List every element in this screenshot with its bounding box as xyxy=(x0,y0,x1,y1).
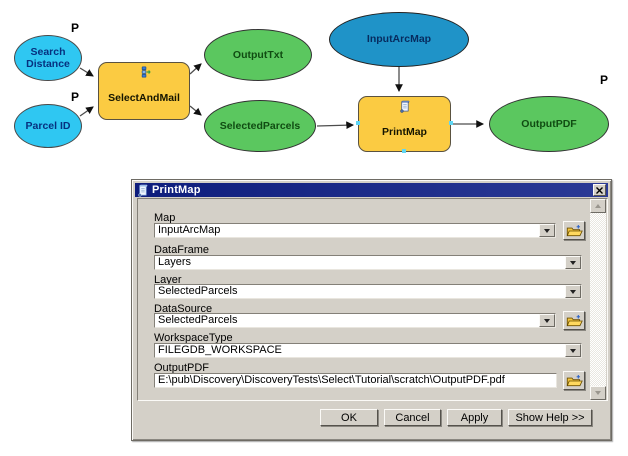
dropdown-arrow-icon[interactable] xyxy=(539,224,555,237)
parameter-marker-parcel-id: P xyxy=(71,90,80,104)
node-output-pdf[interactable]: OutputPDF xyxy=(489,96,609,152)
node-label: InputArcMap xyxy=(366,33,432,46)
node-label: OutputPDF xyxy=(521,117,577,130)
combobox-value: Layers xyxy=(158,256,192,268)
node-input-arc-map[interactable]: InputArcMap xyxy=(329,12,469,67)
dialog-button-row: OK Cancel Apply Show Help >> xyxy=(320,409,592,426)
connection-point xyxy=(449,121,453,125)
open-folder-icon xyxy=(566,374,583,386)
combobox-value: SelectedParcels xyxy=(158,314,238,326)
scroll-up-button[interactable] xyxy=(590,199,606,213)
dialog-titlebar[interactable]: PrintMap xyxy=(135,183,608,197)
node-label: OutputTxt xyxy=(232,48,284,61)
map-combobox[interactable]: InputArcMap xyxy=(154,223,556,238)
parameter-marker-output-pdf: P xyxy=(600,73,609,87)
parameter-marker-search-distance: P xyxy=(71,21,80,35)
vertical-scrollbar[interactable] xyxy=(590,199,606,400)
node-selected-parcels[interactable]: SelectedParcels xyxy=(204,100,316,152)
dataframe-label: DataFrame xyxy=(154,244,210,256)
datasource-label: DataSource xyxy=(154,303,213,315)
node-label: SelectAndMail xyxy=(108,92,180,105)
combobox-value: InputArcMap xyxy=(158,224,221,236)
scroll-down-button[interactable] xyxy=(590,386,606,400)
node-search-distance[interactable]: Search Distance xyxy=(14,35,82,81)
open-folder-icon xyxy=(566,224,583,236)
dropdown-arrow-icon[interactable] xyxy=(565,256,581,269)
node-output-txt[interactable]: OutputTxt xyxy=(204,29,312,81)
node-select-and-mail[interactable]: SelectAndMail xyxy=(98,62,190,120)
map-browse-button[interactable] xyxy=(563,221,585,240)
dataframe-combobox[interactable]: Layers xyxy=(154,255,582,270)
combobox-value: SelectedParcels xyxy=(158,285,238,297)
dialog-title: PrintMap xyxy=(152,184,201,196)
ok-button[interactable]: OK xyxy=(320,409,378,426)
node-label: PrintMap xyxy=(382,125,427,138)
connection-point xyxy=(356,121,360,125)
parameter-panel xyxy=(137,198,608,401)
outputpdf-textbox[interactable]: E:\pub\Discovery\DiscoveryTests\Select\T… xyxy=(154,373,557,388)
node-print-map[interactable]: PrintMap xyxy=(358,96,451,152)
apply-button[interactable]: Apply xyxy=(447,409,502,426)
close-icon xyxy=(596,186,603,194)
close-button[interactable] xyxy=(593,184,606,196)
node-label: Parcel ID xyxy=(25,119,71,132)
workspacetype-label: WorkspaceType xyxy=(154,332,233,344)
map-label: Map xyxy=(154,212,176,224)
layer-label: Layer xyxy=(154,274,182,286)
node-label: Search Distance xyxy=(26,45,70,70)
dropdown-arrow-icon[interactable] xyxy=(565,285,581,298)
node-parcel-id[interactable]: Parcel ID xyxy=(14,104,82,148)
node-label: SelectedParcels xyxy=(219,119,301,132)
connector-arrows xyxy=(79,63,485,130)
connection-point xyxy=(402,149,406,153)
dropdown-arrow-icon[interactable] xyxy=(565,344,581,357)
cancel-button[interactable]: Cancel xyxy=(384,409,441,426)
combobox-value: FILEGDB_WORKSPACE xyxy=(158,344,282,356)
script-tool-icon xyxy=(138,184,148,197)
modelbuilder-canvas: Search Distance P Parcel ID P SelectAndM… xyxy=(0,0,628,175)
outputpdf-label: OutputPDF xyxy=(154,362,210,374)
textbox-value: E:\pub\Discovery\DiscoveryTests\Select\T… xyxy=(158,374,505,386)
dropdown-arrow-icon[interactable] xyxy=(539,314,555,327)
show-help-button[interactable]: Show Help >> xyxy=(508,409,592,426)
layer-combobox[interactable]: SelectedParcels xyxy=(154,284,582,299)
open-folder-icon xyxy=(566,314,583,326)
workspacetype-combobox[interactable]: FILEGDB_WORKSPACE xyxy=(154,343,582,358)
outputpdf-browse-button[interactable] xyxy=(563,371,585,390)
datasource-combobox[interactable]: SelectedParcels xyxy=(154,313,556,328)
datasource-browse-button[interactable] xyxy=(563,311,585,330)
model-tool-icon xyxy=(141,66,151,78)
script-tool-icon xyxy=(400,100,410,113)
printmap-dialog: PrintMap Map InputArcMap DataFrame Layer… xyxy=(131,179,612,441)
